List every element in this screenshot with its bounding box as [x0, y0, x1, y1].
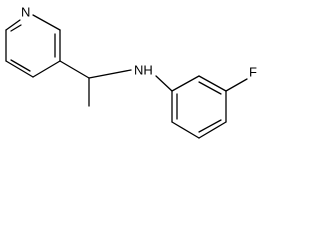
amine-nh-label: NH [134, 63, 153, 78]
bond-c-to-fluorine [225, 78, 248, 92]
bond-nh-to-phenyl [155, 75, 173, 92]
double-bond-phenyl-1 [198, 81, 222, 95]
bond-ch-to-nh [88, 69, 132, 79]
bond-pyridine-c6-n [5, 19, 21, 31]
bond-pyridine-c3-c4 [32, 60, 61, 78]
pyridine-ring [5, 14, 61, 78]
double-bond-pyridine-3 [10, 24, 22, 32]
bond-pyridine-n-c2 [32, 14, 61, 31]
ethyl-linker [59, 60, 132, 107]
bond-phenyl-1 [171, 75, 200, 92]
pyridine-nitrogen-label: N [21, 5, 30, 20]
bond-ring-to-ch [59, 60, 90, 79]
bond-phenyl-2 [198, 75, 227, 92]
chemical-structure-diagram: N NH F [5, 5, 257, 139]
double-bond-pyridine-2 [10, 59, 31, 72]
bond-phenyl-4 [198, 121, 227, 139]
fluorine-label: F [249, 65, 257, 80]
bond-phenyl-5 [171, 121, 200, 139]
double-bond-phenyl-2 [198, 119, 222, 133]
bond-pyridine-c4-c5 [5, 60, 34, 78]
fluorophenyl-ring [171, 75, 227, 139]
